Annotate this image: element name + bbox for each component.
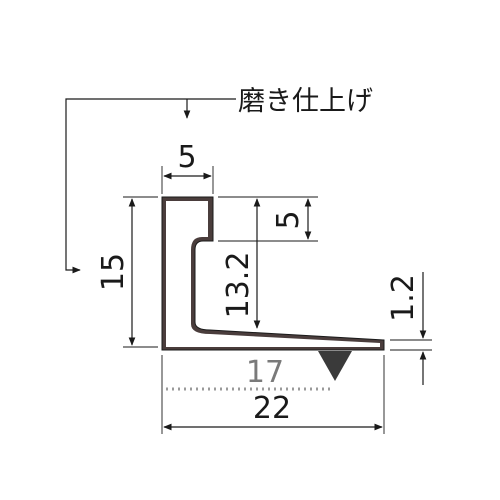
dim-lip-height [218, 196, 318, 242]
profile-inner [166, 201, 380, 347]
dim-lip-height-label: 5 [271, 210, 306, 229]
dim-inner-length-label: 17 [246, 355, 284, 390]
finish-label: 磨き仕上げ [238, 86, 373, 117]
finish-leader [65, 98, 236, 274]
dim-inner-height-label: 13.2 [221, 252, 256, 319]
triangle-marker-icon [318, 351, 352, 381]
dim-total-height [123, 196, 158, 348]
dim-total-height-label: 15 [96, 253, 131, 291]
dim-total-length-label: 22 [253, 391, 291, 426]
dim-total-length [161, 355, 385, 434]
dim-inner-length [166, 351, 352, 391]
dim-lip-width [161, 166, 214, 194]
dim-lip-width-label: 5 [177, 140, 196, 175]
dim-base-thickness-label: 1.2 [386, 274, 421, 322]
dim-base-thickness [390, 272, 432, 385]
